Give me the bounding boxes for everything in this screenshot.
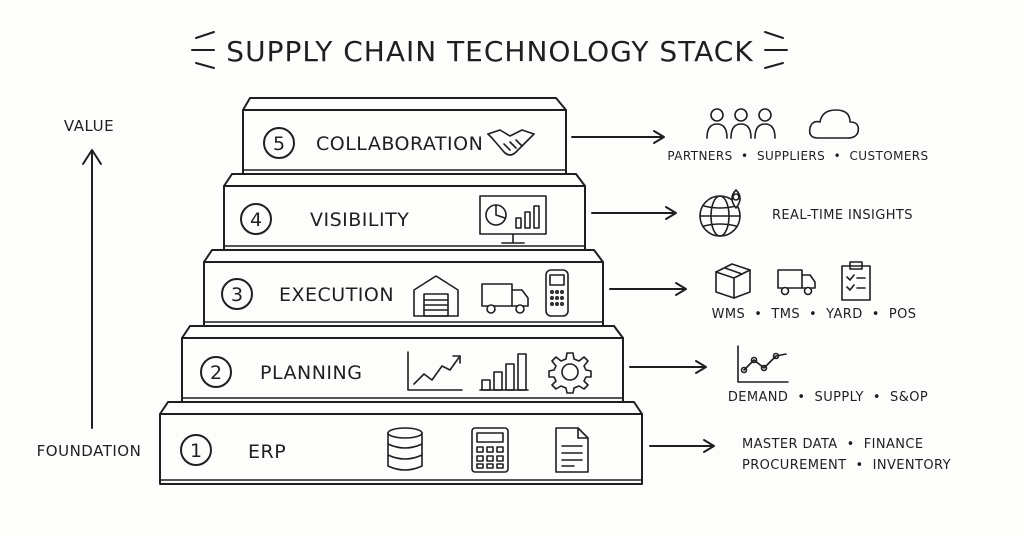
layer-number-badge — [180, 434, 212, 466]
layer-number-badge — [200, 356, 232, 388]
bar-chart-icon — [479, 353, 529, 391]
step-block — [203, 249, 604, 327]
outcome-text: DEMAND • SUPPLY • S&OP — [728, 390, 928, 405]
title-group: SUPPLY CHAIN TECHNOLOGY STACK — [191, 31, 788, 69]
gear-icon — [548, 352, 592, 394]
layer-5-collaboration: 5 COLLABORATION PARTNERS • SUPPLIERS • C… — [242, 97, 928, 175]
outcome-text: WMS • TMS • YARD • POS — [712, 307, 917, 322]
layer-number: 2 — [210, 362, 222, 384]
axis-top-label: VALUE — [64, 117, 114, 135]
layer-number-badge — [240, 203, 272, 235]
outcome-text: MASTER DATA • FINANCE — [742, 437, 924, 452]
title-emphasis-left — [191, 31, 215, 69]
cloud-icon — [808, 109, 860, 139]
truck-icon — [777, 269, 816, 296]
connector-arrow — [649, 439, 715, 453]
page-title: SUPPLY CHAIN TECHNOLOGY STACK — [226, 35, 753, 68]
layer-label: VISIBILITY — [310, 209, 409, 231]
dashboard-monitor-icon — [479, 195, 547, 244]
layer-2-planning: 2 PLANNING DEMAND • SUPPLY — [181, 325, 928, 405]
connector-arrow — [629, 360, 707, 374]
layer-label: EXECUTION — [279, 284, 394, 306]
layer-label: ERP — [248, 441, 286, 463]
globe-pin-icon — [699, 189, 741, 237]
truck-icon — [481, 283, 529, 314]
people-icon — [706, 108, 776, 139]
database-icon — [387, 427, 423, 471]
layer-number: 3 — [231, 284, 243, 306]
value-axis: VALUE FOUNDATION — [37, 117, 142, 460]
axis-bottom-label: FOUNDATION — [37, 442, 142, 460]
layer-number: 5 — [273, 133, 285, 155]
layer-number-badge — [263, 127, 295, 159]
calculator-icon — [471, 427, 509, 473]
step-block — [159, 401, 643, 485]
outcome-text: REAL-TIME INSIGHTS — [772, 208, 913, 223]
connector-arrow — [591, 206, 677, 220]
outcome-text: PROCUREMENT • INVENTORY — [742, 458, 951, 473]
layer-3-execution: 3 EXECUTION — [203, 249, 917, 327]
outcome-text: PARTNERS • SUPPLIERS • CUSTOMERS — [667, 149, 928, 163]
layer-4-visibility: 4 VISIBILITY REAL-TIME INSIGHTS — [223, 173, 913, 251]
layer-number-badge — [221, 278, 253, 310]
layer-number: 1 — [190, 440, 202, 462]
connector-arrow — [571, 130, 665, 144]
clipboard-icon — [841, 261, 871, 301]
scanner-icon — [545, 269, 569, 317]
layer-number: 4 — [250, 209, 262, 231]
layer-label: COLLABORATION — [316, 133, 483, 155]
title-emphasis-right — [764, 31, 788, 69]
warehouse-icon — [413, 275, 459, 317]
box-icon — [715, 263, 751, 299]
layer-1-erp: 1 ERP MASTER DATA • FINANCE PROCUREMENT … — [159, 401, 951, 485]
connector-arrow — [609, 282, 687, 296]
handshake-icon — [487, 129, 535, 156]
trend-line-icon — [407, 351, 463, 391]
document-icon — [555, 427, 589, 473]
layer-label: PLANNING — [260, 362, 362, 384]
step-block — [181, 325, 624, 403]
value-arrow-head — [82, 149, 102, 165]
line-graph-icon — [737, 345, 789, 383]
